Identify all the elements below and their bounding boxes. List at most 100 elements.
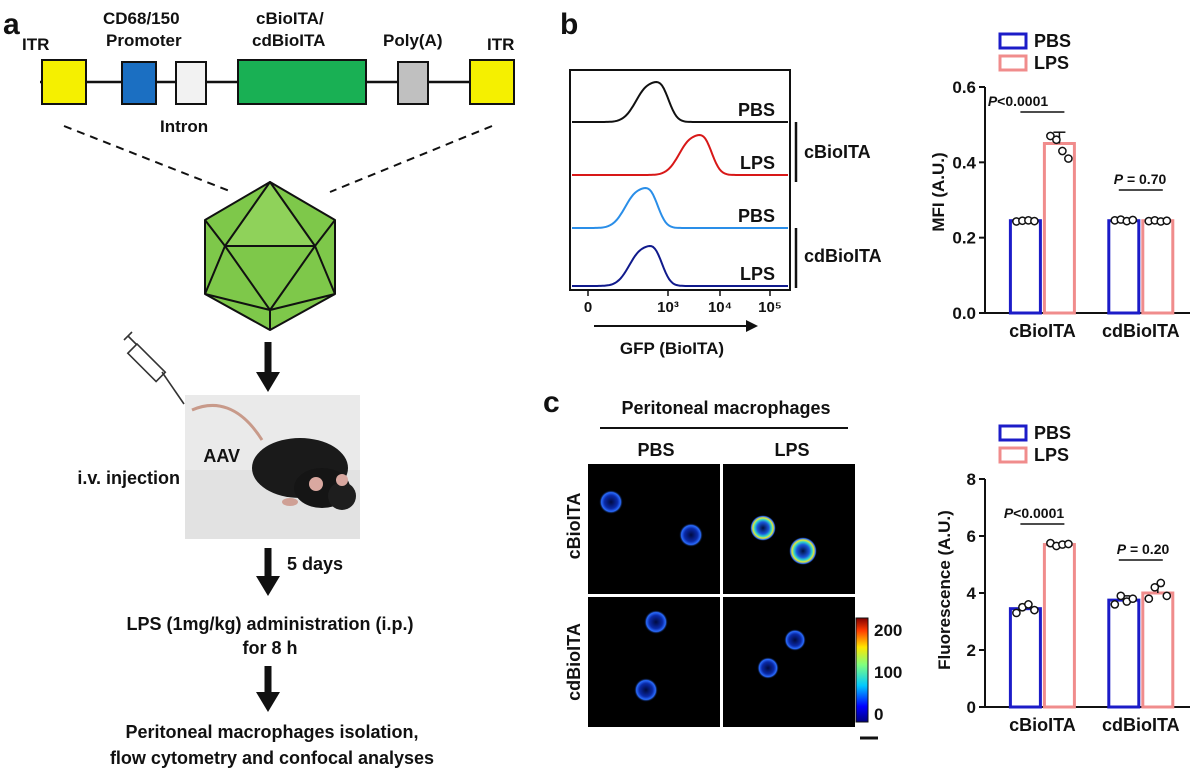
promoter-label-line2: Promoter — [106, 31, 182, 50]
panel-a: a ITR CD68/150 Promoter cBioITA/ cdBioIT… — [3, 8, 515, 768]
data-point — [1064, 539, 1073, 549]
group-label-cbioita: cBioITA — [804, 142, 871, 162]
histogram-track-label-3: LPS — [740, 264, 775, 284]
histogram-track-label-0: PBS — [738, 100, 775, 120]
fluor-legend-lps: LPS — [1034, 445, 1069, 465]
step2-line2: for 8 h — [242, 638, 297, 658]
y-tick-label: 0 — [967, 698, 976, 717]
itr-right-label: ITR — [487, 35, 514, 54]
polya-box — [397, 61, 429, 105]
data-point — [1046, 131, 1055, 141]
x-category-label: cBioITA — [1009, 321, 1076, 341]
legend-pbs-swatch-2 — [998, 424, 1028, 442]
panel-c: c Peritoneal macrophages PBS LPS cBioITA… — [543, 386, 902, 740]
histogram-x-label: GFP (BioITA) — [620, 339, 724, 358]
histogram-curve-3 — [572, 244, 788, 287]
data-point — [1012, 608, 1021, 618]
fluor-legend: PBS LPS — [998, 423, 1071, 465]
panel-c-title: Peritoneal macrophages — [621, 398, 830, 418]
fluor-annotation-1: P<0.0001 — [1004, 505, 1065, 521]
bar-lps — [1141, 219, 1175, 315]
fluor-y-label: Fluorescence (A.U.) — [935, 510, 954, 670]
col-label-lps: LPS — [774, 440, 809, 460]
fluor-legend-pbs: PBS — [1034, 423, 1071, 443]
data-point — [1156, 578, 1166, 588]
data-point — [1110, 600, 1120, 609]
data-point — [1144, 594, 1154, 604]
data-point — [1052, 135, 1061, 145]
aav-label: AAV — [203, 446, 240, 466]
histogram-track-label-1: LPS — [740, 153, 775, 173]
legend-pbs-swatch — [998, 32, 1028, 50]
promoter-box — [121, 61, 157, 105]
y-tick-label: 0.4 — [952, 153, 976, 172]
data-point — [1030, 605, 1039, 615]
image-lps-cdbioita — [723, 597, 855, 727]
step2-line1: LPS (1mg/kg) administration (i.p.) — [126, 614, 413, 634]
colorbar-tick-100: 100 — [874, 663, 902, 682]
data-point — [1162, 216, 1172, 226]
step3-line1: Peritoneal macrophages isolation, — [125, 722, 418, 742]
x-category-label: cdBioITA — [1102, 321, 1180, 341]
arrow-3-head — [256, 692, 280, 712]
y-tick-label: 6 — [967, 527, 976, 546]
intron-box — [175, 61, 207, 105]
row-label-cdbioita: cdBioITA — [564, 623, 584, 701]
histogram-x-ticks: 0 10³ 10⁴ 10⁵ — [584, 290, 782, 316]
histogram-curve-0 — [572, 80, 788, 123]
histogram-tracks: PBS LPS PBS LPS — [572, 80, 788, 287]
hist-tick-2: 10⁴ — [708, 299, 732, 316]
bar-lps — [1141, 591, 1175, 709]
group-label-cdbioita: cdBioITA — [804, 246, 882, 266]
histogram-track-label-2: PBS — [738, 206, 775, 226]
gene-label-line1: cBioITA/ — [256, 9, 324, 28]
legend-lps-swatch — [998, 54, 1028, 72]
data-point — [1116, 591, 1126, 601]
data-point — [1150, 582, 1160, 592]
bar-pbs — [1008, 219, 1042, 315]
data-point — [1058, 146, 1067, 156]
x-category-label: cdBioITA — [1102, 715, 1180, 735]
row-label-cbioita: cBioITA — [564, 493, 584, 560]
col-label-pbs: PBS — [637, 440, 674, 460]
data-point — [1128, 215, 1138, 225]
itr-right-box — [469, 59, 515, 105]
syringe-icon — [123, 331, 185, 405]
mfi-legend-pbs: PBS — [1034, 31, 1071, 51]
intron-label: Intron — [160, 117, 208, 136]
histogram-curve-1 — [572, 133, 788, 176]
bar-pbs — [1107, 598, 1141, 709]
gene-label-line2: cdBioITA — [252, 31, 325, 50]
step3-line2: flow cytometry and confocal analyses — [110, 748, 434, 768]
y-tick-label: 0.0 — [952, 304, 976, 323]
mouse-photo — [185, 395, 360, 539]
arrow-1-head — [256, 372, 280, 392]
fluor-annotation-2: P = 0.20 — [1117, 541, 1170, 557]
histogram-curve-2 — [572, 186, 788, 229]
data-point — [1162, 591, 1172, 601]
gene-box — [237, 59, 367, 105]
mfi-legend: PBS LPS — [998, 31, 1071, 73]
colorbar-tick-200: 200 — [874, 621, 902, 640]
bar-lps — [1042, 543, 1076, 709]
colorbar — [855, 617, 869, 723]
hist-tick-3: 10⁵ — [758, 299, 782, 316]
bar-pbs — [1107, 219, 1141, 315]
histogram-frame — [569, 69, 791, 291]
colorbar-tick-0: 0 — [874, 705, 883, 724]
panel-b-label: b — [560, 8, 578, 41]
data-point — [1064, 154, 1073, 163]
panel-a-label: a — [3, 8, 20, 41]
mfi-legend-lps: LPS — [1034, 53, 1069, 73]
y-tick-label: 8 — [967, 470, 976, 489]
data-point — [1128, 594, 1138, 604]
step1-label: 5 days — [287, 554, 343, 574]
aav-capsid-icon — [204, 181, 336, 331]
promoter-label-line1: CD68/150 — [103, 9, 180, 28]
data-point — [1024, 600, 1033, 609]
y-tick-label: 4 — [967, 584, 977, 603]
